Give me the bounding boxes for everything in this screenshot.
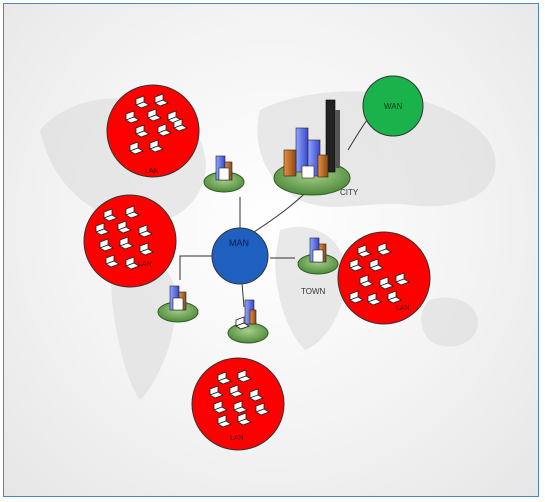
building-node-top: [203, 155, 245, 193]
city-node: CITY: [273, 99, 359, 197]
lan-top: LAN: [106, 84, 200, 178]
wan-label: WAN: [384, 102, 403, 111]
city-label: CITY: [340, 188, 359, 197]
lan-left-label: LAN: [138, 261, 152, 268]
building-node-bottom: [227, 299, 269, 344]
man-label: MAN: [229, 238, 249, 248]
lan-right: LAN: [337, 231, 431, 325]
wan-node: WAN: [362, 75, 424, 137]
lan-bottom: LAN: [191, 357, 285, 451]
lan-bottom-label: LAN: [230, 435, 244, 442]
town-label: TOWN: [301, 287, 326, 296]
man-node: MAN: [211, 227, 269, 285]
lan-top-label: LAN: [145, 168, 159, 175]
lan-right-label: LAN: [396, 305, 410, 312]
lan-left: LAN: [83, 194, 177, 288]
